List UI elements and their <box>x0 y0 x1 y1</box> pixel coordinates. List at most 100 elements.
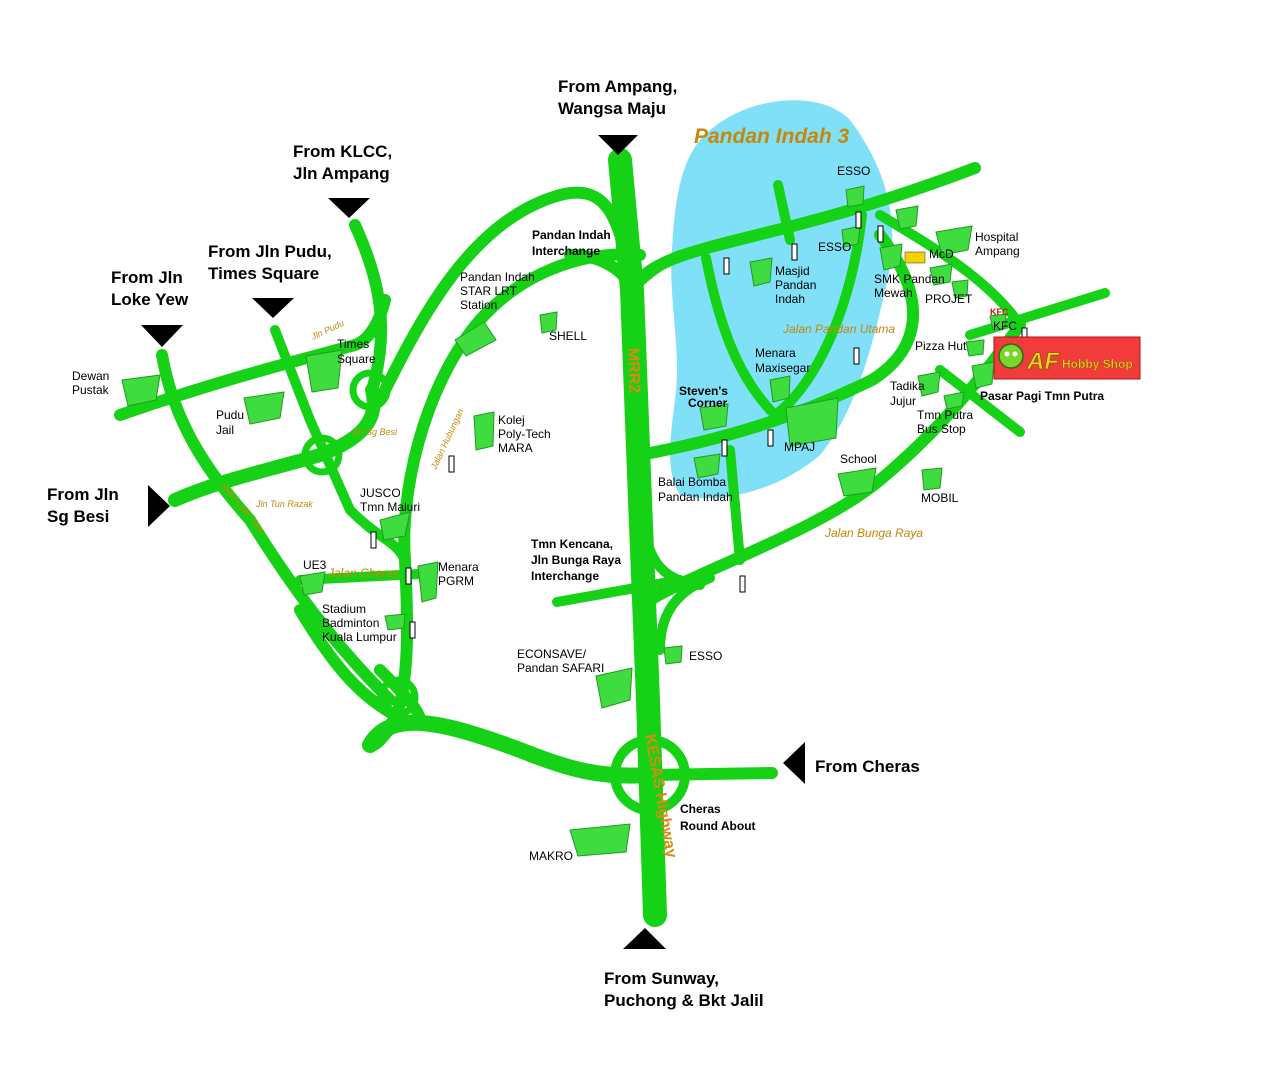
label-kfc: KFC <box>993 319 1017 333</box>
arrow-from-cheras <box>783 742 805 784</box>
building-nw1 <box>895 205 919 230</box>
road-south-loop2 <box>374 664 426 726</box>
label-masjid-1: Masjid <box>775 264 810 278</box>
road-north-spur <box>773 180 795 245</box>
label-mpaj: MPAJ <box>784 440 815 454</box>
label-times-square-1: Times <box>337 337 369 351</box>
label-pasar-pagi: Pasar Pagi Tmn Putra <box>980 389 1104 403</box>
building-mobil <box>921 467 943 491</box>
road-south-sweep <box>362 714 658 784</box>
mascot-icon <box>998 343 1024 369</box>
road-pudu-south <box>270 325 410 565</box>
label-stevens-corner-1: Steven's <box>679 384 728 398</box>
traffic-light-icon <box>370 531 377 549</box>
label-smk-1: SMK Pandan <box>874 272 945 286</box>
label-econsave-1: ECONSAVE/ <box>517 647 587 661</box>
label-from-ampang-1: From Ampang, <box>558 77 677 96</box>
building-projet <box>951 279 969 299</box>
label-shell: SHELL <box>549 329 587 343</box>
label-from-klcc-2: Jln Ampang <box>293 164 390 183</box>
shop-name: Hobby Shop <box>1062 357 1133 371</box>
label-jln-tun-razak: Jln Tun Razak <box>255 499 313 509</box>
label-tadika-1: Tadika <box>890 379 925 393</box>
traffic-light-icon <box>409 621 416 639</box>
label-hospital-1: Hospital <box>975 230 1018 244</box>
building-school <box>837 467 877 497</box>
label-esso-south: ESSO <box>689 649 722 663</box>
label-kencana-3: Interchange <box>531 569 599 583</box>
building-esso-top <box>845 185 865 208</box>
label-pandan-interchange-1: Pandan Indah <box>532 228 611 242</box>
label-bus-stop-1: Tmn Putra <box>917 408 973 422</box>
building-econsave <box>595 667 633 709</box>
af-hobby-shop-marker: AF Hobby Shop <box>993 336 1141 380</box>
road-balai-link <box>725 445 745 565</box>
building-pgrm <box>417 561 439 603</box>
label-balai-2: Pandan Indah <box>658 490 733 504</box>
building-mpaj <box>785 397 839 447</box>
label-kolej-2: Poly-Tech <box>498 427 551 441</box>
building-times-square <box>305 349 343 393</box>
roundabout-jalan-pudu <box>349 369 391 411</box>
label-stevens-corner-2: Corner <box>688 396 728 410</box>
mcd-logo-icon <box>904 251 926 264</box>
building-busstop <box>943 391 965 410</box>
building-pizza <box>965 339 985 357</box>
shop-brand: AF <box>1026 348 1060 375</box>
arrow-from-loke-yew <box>141 325 183 347</box>
label-dewan-pustak-1: Dewan <box>72 369 109 383</box>
road-sw-link <box>363 713 402 752</box>
label-mobil: MOBIL <box>921 491 959 505</box>
roundabout-sg-besi <box>301 434 343 476</box>
label-from-pudu-2: Times Square <box>208 264 319 283</box>
label-mcd: McD <box>929 247 954 261</box>
arrow-from-klcc <box>328 198 370 218</box>
building-masjid <box>749 257 773 287</box>
building-stadium <box>384 613 406 631</box>
label-dewan-pustak-2: Pustak <box>72 383 110 397</box>
label-mrr2: MRR2 <box>624 348 643 394</box>
label-kfc-logo: KFC <box>990 307 1009 317</box>
label-from-loke-yew-1: From Jln <box>111 268 183 287</box>
label-cheras-rb-1: Cheras <box>680 802 721 816</box>
arrow-from-pudu <box>252 298 294 318</box>
traffic-light-icon <box>723 257 730 275</box>
label-maxisegar-1: Menara <box>755 346 796 360</box>
label-hospital-2: Ampang <box>975 244 1020 258</box>
traffic-light-icon <box>739 575 746 593</box>
building-ue3 <box>299 571 326 596</box>
mascot-eye-icon <box>1004 351 1010 357</box>
road-kencana-west <box>552 575 685 607</box>
building-shell <box>539 311 558 334</box>
building-kolej <box>473 411 495 451</box>
label-stadium-1: Stadium <box>322 602 366 616</box>
traffic-light-icon <box>853 347 860 365</box>
label-kencana-2: Jln Bunga Raya <box>531 553 621 567</box>
lake-title: Pandan Indah 3 <box>694 125 850 148</box>
label-bus-stop-2: Bus Stop <box>917 422 966 436</box>
label-pandan-interchange-2: Interchange <box>532 244 600 258</box>
road-east-upper <box>875 210 1025 330</box>
road-west-curve <box>389 248 646 726</box>
label-from-sg-besi-2: Sg Besi <box>47 507 109 526</box>
label-smk-2: Mewah <box>874 286 913 300</box>
building-kfc <box>989 313 1007 331</box>
building-smk <box>879 243 903 271</box>
roundabout-south <box>377 676 419 718</box>
label-from-sg-besi-1: From Jln <box>47 485 119 504</box>
building-lrt <box>454 321 497 357</box>
label-jusco-2: Tmn Maluri <box>360 500 420 514</box>
label-jalan-pandan-utama: Jalan Pandan Utama <box>782 322 895 336</box>
building-esso-mid <box>841 225 861 248</box>
traffic-light-icon <box>721 439 728 457</box>
label-jalan-cheras: Jalan Cheras <box>327 566 399 580</box>
label-kolej-3: MARA <box>498 441 533 455</box>
road-north-arc <box>374 186 638 406</box>
label-masjid-3: Indah <box>775 292 805 306</box>
traffic-light-icon <box>877 225 884 243</box>
label-from-sunway-2: Puchong & Bkt Jalil <box>604 991 764 1010</box>
label-masjid-2: Pandan <box>775 278 816 292</box>
traffic-light-icon <box>767 429 774 447</box>
building-makro <box>569 823 631 857</box>
